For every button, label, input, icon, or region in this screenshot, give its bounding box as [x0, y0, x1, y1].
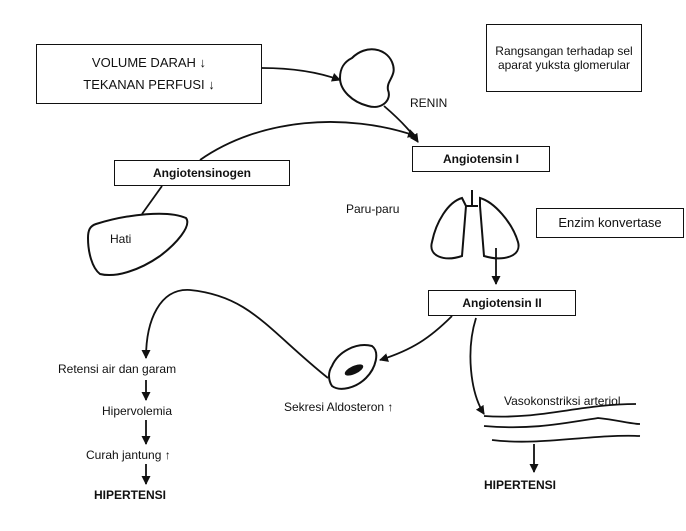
arrow-trigger-to-kidney: [262, 68, 340, 80]
lungs-label: Paru-paru: [346, 202, 399, 216]
arrow-angiotensin2-to-vasoconstriction: [470, 318, 484, 414]
line-liver-to-angiotensinogen: [142, 186, 162, 214]
angiotensinogen-box: Angiotensinogen: [114, 160, 290, 186]
cardiac-output-label: Curah jantung ↑: [86, 448, 171, 462]
hypertension-right-label: HIPERTENSI: [484, 478, 556, 492]
perfusion-pressure-label: TEKANAN PERFUSI ↓: [83, 77, 214, 93]
hypervolemia-label: Hipervolemia: [102, 404, 172, 418]
liver-icon: [88, 214, 187, 275]
arrow-kidney-to-angiotensin1: [384, 106, 418, 142]
stimulus-note-box: Rangsangan terhadap sel aparat yuksta gl…: [486, 24, 642, 92]
arteriole-icon: [484, 404, 640, 442]
angiotensinogen-label: Angiotensinogen: [153, 166, 251, 180]
arrow-angiotensinogen-to-angiotensin1: [200, 122, 416, 160]
kidney-icon: [340, 49, 394, 107]
angiotensin2-box: Angiotensin II: [428, 290, 576, 316]
aldosterone-label: Sekresi Aldosteron ↑: [284, 400, 393, 414]
stimulus-note-label: Rangsangan terhadap sel aparat yuksta gl…: [495, 44, 633, 73]
trigger-box: VOLUME DARAH ↓ TEKANAN PERFUSI ↓: [36, 44, 262, 104]
converting-enzyme-box: Enzim konvertase: [536, 208, 684, 238]
renin-label: RENIN: [410, 96, 447, 110]
lungs-icon: [431, 190, 518, 258]
converting-enzyme-label: Enzim konvertase: [558, 215, 661, 231]
angiotensin1-box: Angiotensin I: [412, 146, 550, 172]
retention-label: Retensi air dan garam: [58, 362, 176, 376]
angiotensin2-label: Angiotensin II: [462, 296, 541, 310]
arrow-angiotensin2-to-aldosterone: [380, 316, 452, 360]
hypertension-left-label: HIPERTENSI: [94, 488, 166, 502]
liver-label: Hati: [110, 232, 131, 246]
adrenal-gland-icon: [329, 345, 376, 389]
vasoconstriction-label: Vasokonstriksi arteriol: [504, 394, 620, 408]
blood-volume-label: VOLUME DARAH ↓: [92, 55, 206, 71]
angiotensin1-label: Angiotensin I: [443, 152, 519, 166]
